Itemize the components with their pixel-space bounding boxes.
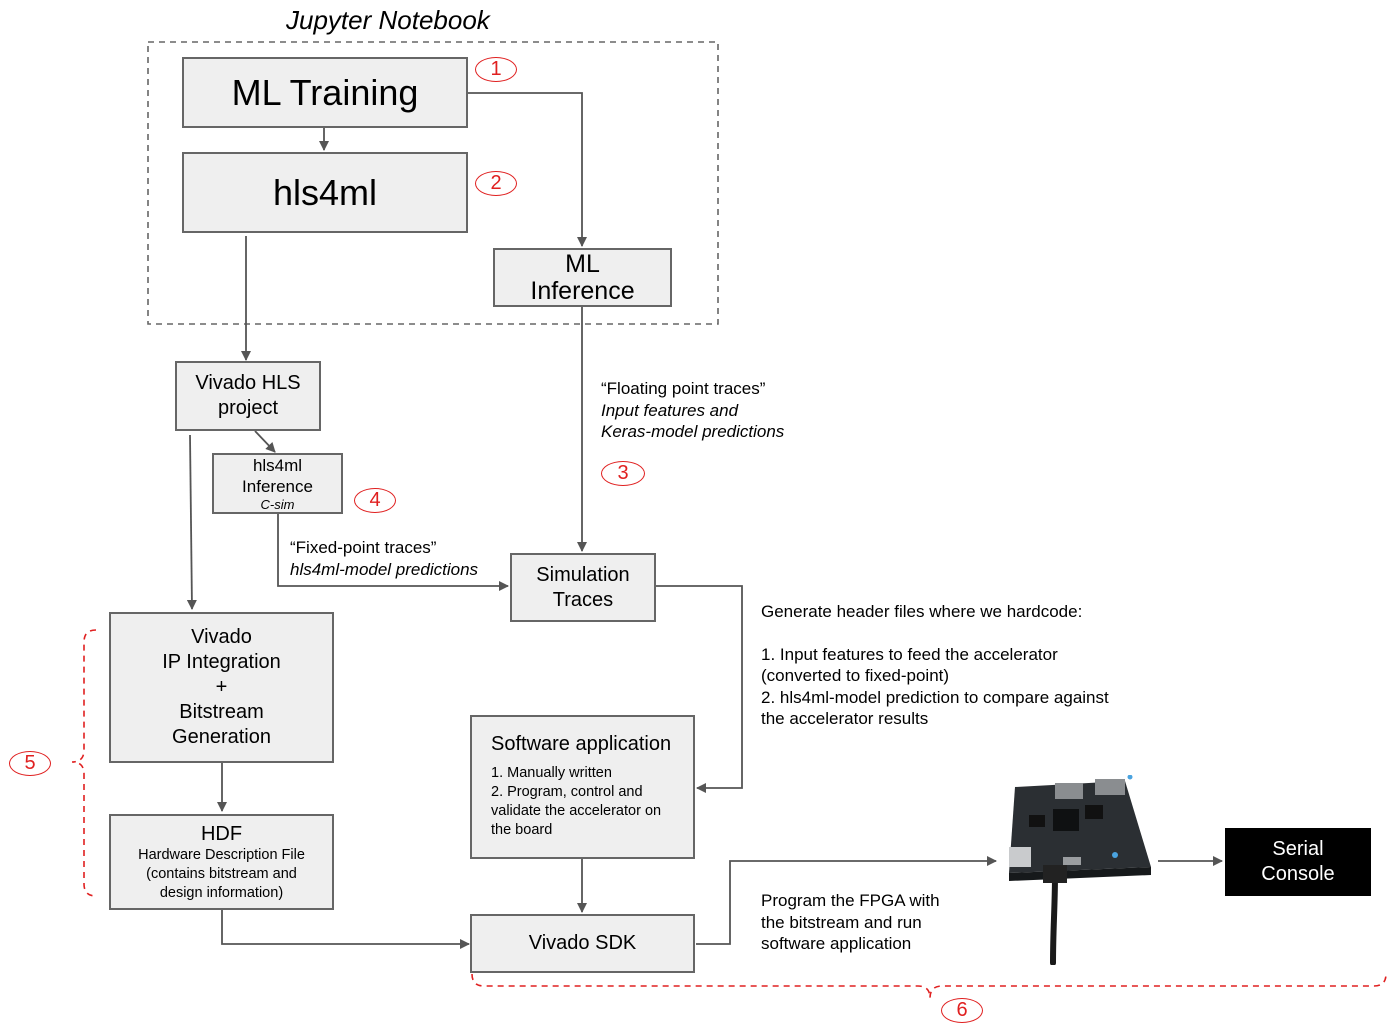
vivado-ip-line2: IP Integration (162, 651, 281, 673)
hls4ml-inference-line2: Inference (242, 477, 313, 496)
software-app-items: 1. Manually written 2. Program, control … (491, 764, 661, 840)
header-files-line4: the accelerator results (761, 709, 929, 728)
hdf-line1: Hardware Description File (138, 846, 305, 863)
vivado-hls-line1: Vivado HLS (195, 372, 301, 394)
software-app-item-2: 2. Program, control and (491, 784, 643, 800)
hdf-line2: (contains bitstream and (146, 865, 297, 882)
hls4ml-inference-box: hls4ml Inference C-sim (212, 453, 343, 514)
hls4ml-inference-line1: hls4ml (252, 456, 303, 475)
arrow-sdk-to-board (696, 856, 997, 945)
step-number-1: 1 (475, 57, 517, 82)
hdf-box: HDF Hardware Description File (contains … (109, 814, 334, 910)
software-app-box: Software application 1. Manually written… (470, 715, 695, 859)
software-app-item-3: validate the accelerator on (491, 803, 662, 819)
step-number-5: 5 (9, 751, 51, 776)
fixed-traces-title: “Fixed-point traces” (290, 538, 437, 557)
program-fpga-line1: Program the FPGA with (761, 891, 940, 910)
header-files-annotation: Generate header files where we hardcode:… (761, 601, 1109, 730)
frame-title: Jupyter Notebook (286, 5, 490, 35)
vivado-hls-box: Vivado HLS project (175, 361, 321, 431)
vivado-ip-line3: + (215, 676, 228, 698)
header-files-line2: (converted to fixed-point) (761, 666, 950, 685)
header-files-line1: 1. Input features to feed the accelerato… (761, 644, 1058, 664)
vivado-sdk-box: Vivado SDK (470, 914, 695, 973)
vivado-sdk-label: Vivado SDK (528, 932, 637, 954)
floating-traces-line3: Keras-model predictions (601, 422, 785, 441)
serial-console-box: Serial Console (1225, 828, 1371, 896)
simulation-traces-line2: Traces (552, 588, 614, 611)
step-number-4: 4 (354, 488, 396, 513)
hls4ml-label: hls4ml (272, 171, 378, 213)
brace-step-6 (471, 973, 1387, 999)
serial-console-line2: Console (1261, 863, 1335, 885)
program-fpga-annotation: Program the FPGA with the bitstream and … (761, 890, 940, 955)
vivado-ip-line5: Generation (172, 726, 271, 748)
floating-traces-title: “Floating point traces” (601, 379, 766, 398)
step-number-3: 3 (601, 461, 645, 486)
ml-training-box: ML Training (182, 57, 468, 128)
header-files-line3: 2. hls4ml-model prediction to compare ag… (761, 687, 1109, 707)
floating-traces-line2: Input features and (601, 400, 739, 420)
ml-inference-line2: Inference (530, 276, 635, 305)
step-number-2: 2 (475, 171, 517, 196)
hls4ml-inference-csim: C-sim (260, 497, 295, 512)
program-fpga-line3: software application (761, 934, 912, 953)
ml-inference-line1: ML (565, 249, 600, 278)
simulation-traces-box: Simulation Traces (510, 553, 656, 622)
vivado-ip-line1: Vivado (191, 626, 252, 648)
hls4ml-box: hls4ml (182, 152, 468, 233)
arrow-training-to-inference (468, 92, 587, 247)
arrow-vivado-hls-to-ip (186, 434, 197, 610)
arrow-vivado-hls-to-csim (254, 430, 276, 453)
serial-console-line1: Serial (1272, 838, 1324, 860)
software-app-title: Software application (491, 733, 672, 755)
software-app-item-4: the board (491, 822, 553, 838)
ml-inference-box: ML Inference (493, 248, 672, 307)
fixed-traces-annotation: “Fixed-point traces” hls4ml-model predic… (290, 537, 478, 580)
arrow-csim-to-sim-traces (277, 514, 509, 591)
vivado-ip-box: Vivado IP Integration + Bitstream Genera… (109, 612, 334, 763)
fixed-traces-line2: hls4ml-model predictions (290, 559, 479, 579)
arrow-sim-traces-to-software (656, 585, 743, 793)
fpga-board-image (1009, 775, 1151, 965)
arrow-hdf-to-sdk (221, 910, 470, 949)
simulation-traces-line1: Simulation (536, 563, 630, 586)
step-number-6: 6 (941, 998, 983, 1023)
vivado-ip-line4: Bitstream (179, 701, 264, 723)
floating-traces-annotation: “Floating point traces” Input features a… (601, 378, 784, 443)
vivado-hls-line2: project (217, 397, 279, 419)
jupyter-frame (147, 41, 719, 325)
hdf-title: HDF (200, 822, 243, 845)
header-files-title: Generate header files where we hardcode: (761, 602, 1083, 621)
ml-training-label: ML Training (231, 71, 419, 113)
hdf-line3: design information) (159, 884, 284, 901)
program-fpga-line2: the bitstream and run (761, 912, 922, 932)
brace-step-5 (71, 629, 97, 897)
software-app-item-1: 1. Manually written (491, 765, 612, 781)
